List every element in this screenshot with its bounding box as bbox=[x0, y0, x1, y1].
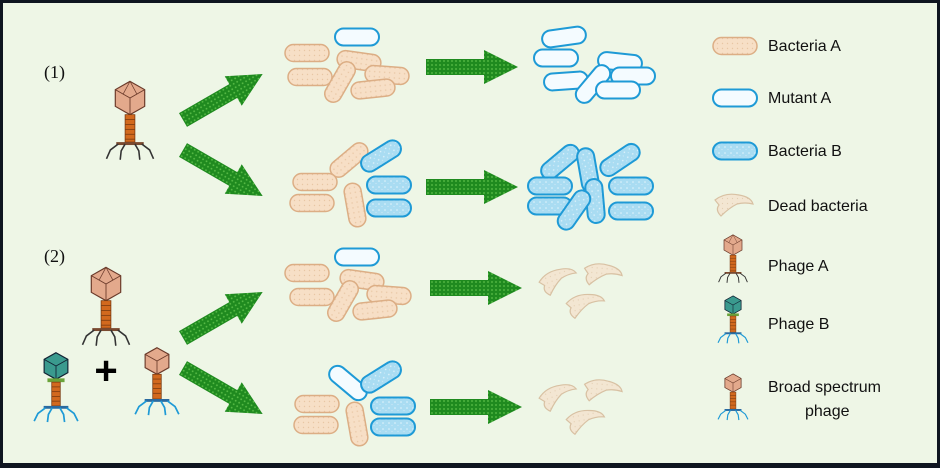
bacteria-b-icon bbox=[712, 141, 758, 161]
legend-item-dead-bacteria: Dead bacteria bbox=[714, 193, 868, 217]
legend: Bacteria A Mutant A Bacteria B Dead bact… bbox=[712, 36, 881, 421]
mutant-a-icon bbox=[712, 88, 758, 108]
legend-item-bacteria-a: Bacteria A bbox=[712, 36, 841, 56]
legend-item-bacteria-b: Bacteria B bbox=[712, 141, 842, 161]
legend-label-dead-bacteria: Dead bacteria bbox=[768, 198, 868, 215]
panel-2-label: (2) bbox=[44, 246, 65, 267]
combine-plus-sign: + bbox=[94, 349, 117, 393]
legend-label-bacteria-a: Bacteria A bbox=[768, 38, 841, 55]
legend-label-phage-a: Phage A bbox=[768, 258, 829, 275]
legend-label-broad-spectrum-line2: phage bbox=[805, 403, 850, 420]
legend-item-phage-b: Phage B bbox=[717, 295, 829, 344]
legend-item-broad-spectrum-phage: Broad spectrum phage bbox=[717, 373, 881, 421]
bacteria-a-icon bbox=[712, 36, 758, 56]
legend-item-phage-a: Phage A bbox=[718, 234, 829, 284]
legend-label-phage-b: Phage B bbox=[768, 316, 829, 333]
legend-label-bacteria-b: Bacteria B bbox=[768, 143, 842, 160]
panel-1-label: (1) bbox=[44, 62, 65, 83]
legend-label-mutant-a: Mutant A bbox=[768, 90, 831, 107]
legend-label-broad-spectrum-line1: Broad spectrum bbox=[768, 379, 881, 396]
legend-item-mutant-a: Mutant A bbox=[712, 88, 831, 108]
